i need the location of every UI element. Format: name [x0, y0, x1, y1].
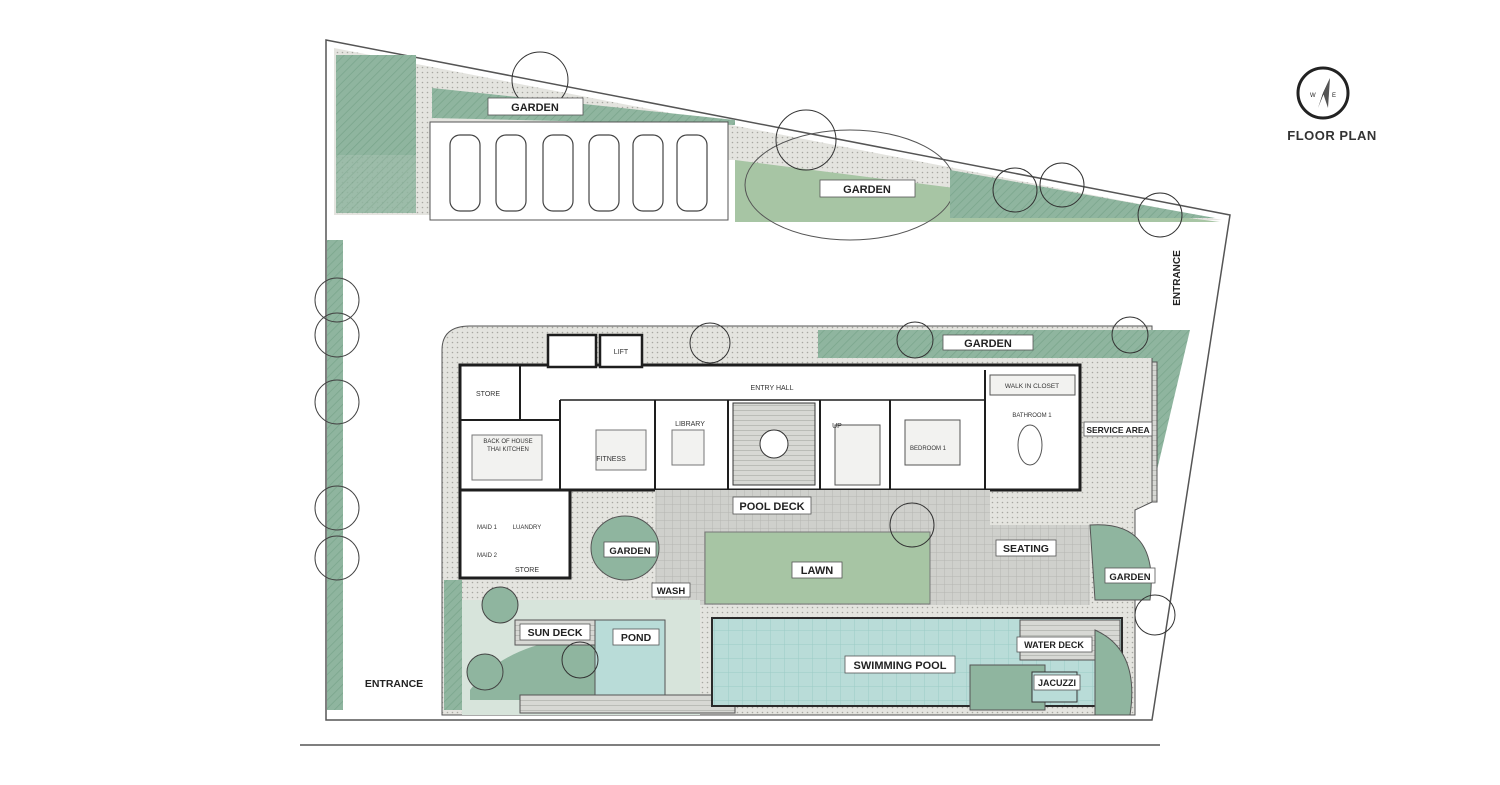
- lower-garden: [462, 586, 736, 715]
- label-entrance-left: ENTRANCE: [365, 678, 423, 690]
- pool-deck-paving: [655, 490, 1090, 605]
- label-water-deck: WATER DECK: [1024, 640, 1084, 650]
- label-store-top: STORE: [476, 391, 500, 398]
- label-service-area: SERVICE AREA: [1086, 425, 1149, 435]
- label-garden-courtyard: GARDEN: [609, 546, 650, 557]
- top-garden: [334, 48, 1222, 241]
- label-garden-upper-right: GARDEN: [964, 338, 1012, 350]
- label-garden-top: GARDEN: [511, 102, 559, 114]
- label-store-bottom: STORE: [515, 567, 539, 574]
- label-library: LIBRARY: [675, 421, 705, 428]
- label-entry-hall: ENTRY HALL: [751, 385, 794, 392]
- label-swimming-pool: SWIMMING POOL: [854, 660, 947, 672]
- label-pond: POND: [621, 632, 652, 644]
- label-maid-1: MAID 1: [477, 525, 498, 531]
- label-bathroom: BATHROOM 1: [1012, 413, 1052, 419]
- svg-text:W: W: [1310, 93, 1316, 99]
- label-lawn: LAWN: [801, 565, 833, 577]
- label-walk-in-closet: WALK IN CLOSET: [1005, 383, 1059, 390]
- plan-title: FLOOR PLAN: [1287, 128, 1377, 143]
- house-building: [458, 333, 1082, 580]
- label-sun-deck: SUN DECK: [528, 627, 583, 639]
- compass-icon: W E: [1296, 66, 1350, 120]
- label-pool-deck: POOL DECK: [739, 501, 804, 513]
- label-up: UP: [832, 423, 842, 430]
- label-bedroom: BEDROOM 1: [910, 446, 947, 452]
- label-lift: LIFT: [614, 349, 629, 356]
- parked-cars: [449, 134, 708, 212]
- label-jacuzzi: JACUZZI: [1038, 678, 1076, 688]
- label-laundry: LUANDRY: [513, 525, 542, 531]
- label-fitness: FITNESS: [596, 456, 626, 463]
- label-maid-2: MAID 2: [477, 553, 498, 559]
- plan-title-block: FLOOR PLAN: [1262, 66, 1402, 143]
- label-wash: WASH: [657, 586, 686, 597]
- label-garden-right: GARDEN: [1109, 572, 1150, 583]
- plan-labels: GARDEN GARDEN GARDEN ENTRANCE SERVICE AR…: [365, 97, 1183, 691]
- label-thai-kitchen: THAI KITCHEN: [487, 447, 529, 453]
- label-garden-mid: GARDEN: [843, 184, 891, 196]
- left-planting: [314, 240, 360, 710]
- label-entrance-right: ENTRANCE: [1172, 250, 1183, 306]
- tree-canopies: [511, 51, 1183, 679]
- label-back-of-house: BACK OF HOUSE: [483, 439, 532, 445]
- label-seating: SEATING: [1003, 543, 1049, 555]
- svg-text:E: E: [1332, 93, 1336, 99]
